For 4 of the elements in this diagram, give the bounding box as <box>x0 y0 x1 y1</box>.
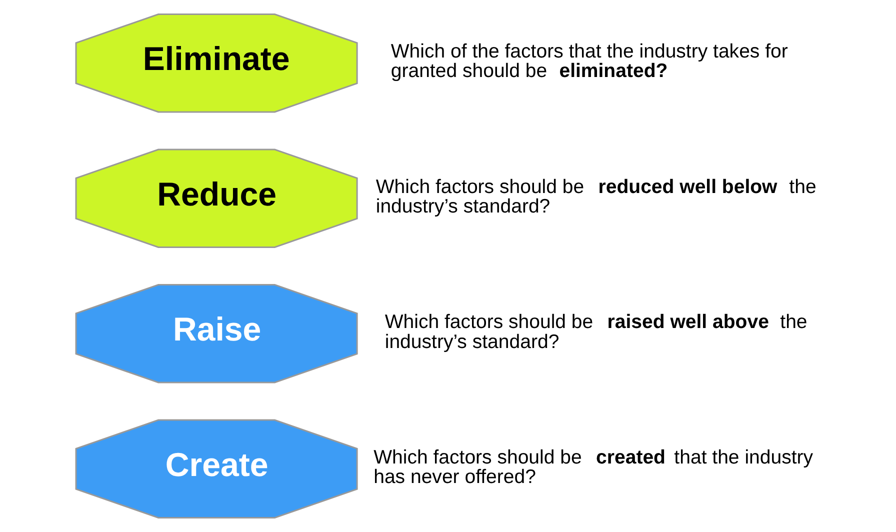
node-label: Which factors should be reduced well below the industry’s standard? <box>376 176 816 218</box>
node-label: Which factors should be created that the industry has never offered? <box>374 446 814 488</box>
node-label: Which of the factors that the industry takes for granted should be eliminated? <box>390 40 788 82</box>
node-label: Which factors should be raised well above the industry’s standard? <box>384 311 808 353</box>
